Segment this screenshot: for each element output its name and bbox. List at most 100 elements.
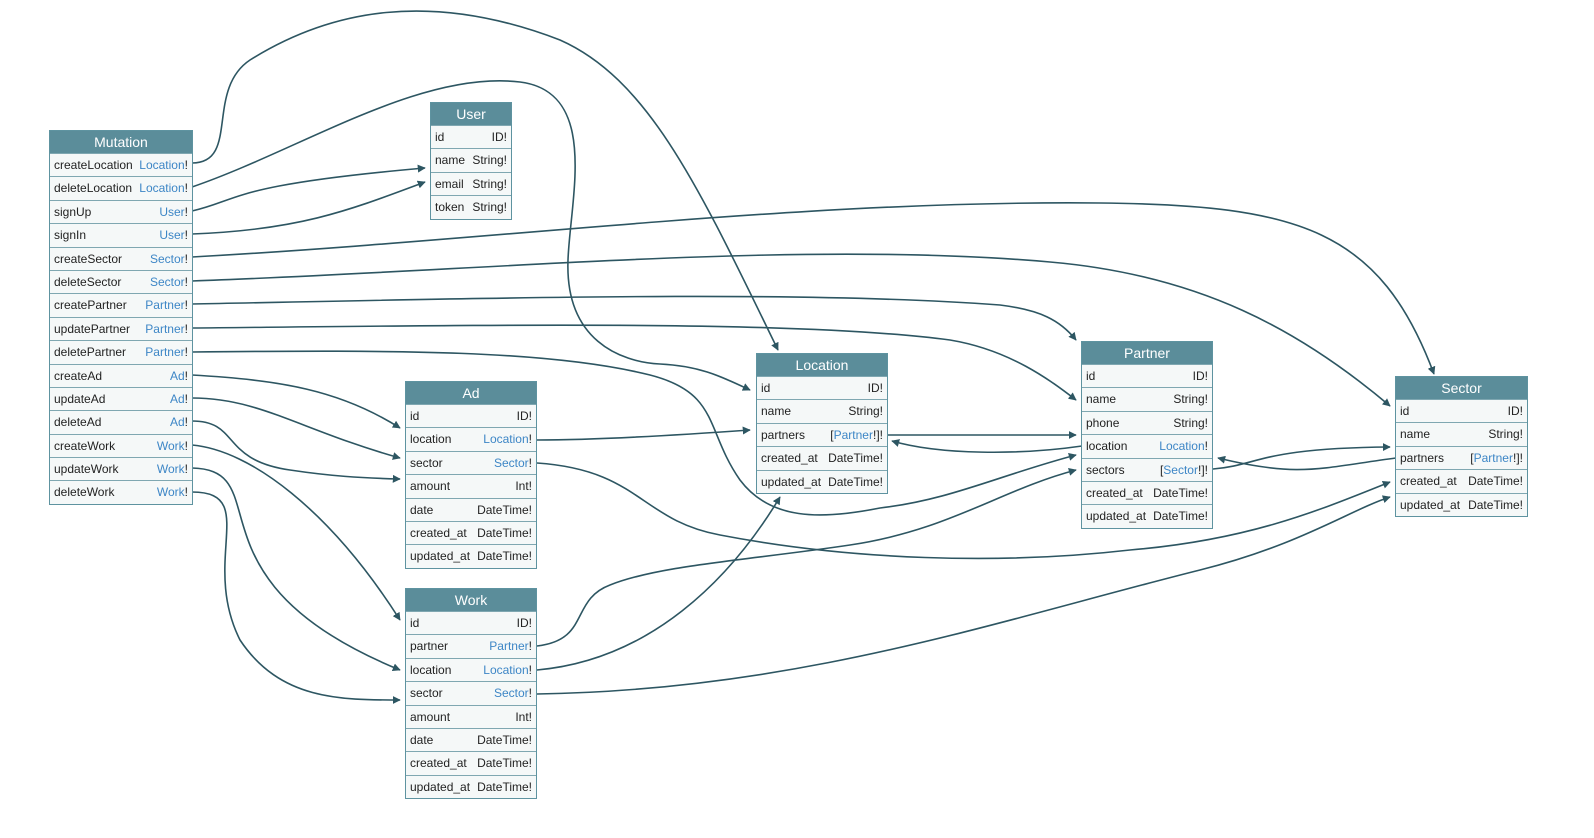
field-type[interactable]: Work! xyxy=(156,485,188,500)
edge-createSector-sector xyxy=(191,202,1436,375)
field-type[interactable]: Location! xyxy=(483,662,532,677)
partner-field-phone[interactable]: phone String! xyxy=(1082,410,1212,435)
field-type[interactable]: Sector! xyxy=(493,686,532,701)
field-type: Int! xyxy=(515,709,532,724)
mutation-title: Mutation xyxy=(50,131,192,153)
field-type[interactable]: Location! xyxy=(139,158,188,172)
mutation-field-signUp[interactable]: signUp User! xyxy=(50,199,192,224)
field-type[interactable]: Partner! xyxy=(145,298,188,313)
field-name: location xyxy=(410,662,452,677)
field-type: String! xyxy=(472,200,507,215)
location-field-partners[interactable]: partners[Partner!]! xyxy=(757,422,887,447)
field-type[interactable]: [Sector!]! xyxy=(1159,462,1208,477)
field-type: String! xyxy=(1173,415,1208,430)
mutation-field-deleteWork[interactable]: deleteWork Work! xyxy=(50,480,192,504)
field-type[interactable]: [Partner!]! xyxy=(830,427,883,442)
field-name: createPartner xyxy=(54,298,127,313)
field-name: signUp xyxy=(54,204,92,219)
edge-updateAd-ad xyxy=(191,397,401,460)
field-type: DateTime! xyxy=(828,451,883,466)
work-field-location[interactable]: location Location! xyxy=(406,657,536,682)
field-type[interactable]: Sector! xyxy=(149,251,188,266)
field-type: DateTime! xyxy=(477,732,532,747)
field-type[interactable]: User! xyxy=(159,204,188,219)
field-type[interactable]: Location! xyxy=(1159,439,1208,454)
field-type[interactable]: Partner! xyxy=(145,321,188,336)
field-type[interactable]: Ad! xyxy=(169,415,188,430)
field-name: id xyxy=(410,616,420,630)
field-type[interactable]: Location! xyxy=(139,181,188,196)
field-type: String! xyxy=(848,404,883,419)
field-name: updated_at xyxy=(410,549,471,564)
field-type[interactable]: Work! xyxy=(156,462,188,477)
field-type[interactable]: Ad! xyxy=(169,391,188,406)
field-type[interactable]: Partner! xyxy=(489,639,532,654)
field-type[interactable]: Sector! xyxy=(149,274,188,289)
field-type[interactable]: Partner! xyxy=(145,345,188,360)
field-name: id xyxy=(761,381,771,395)
field-type: String! xyxy=(472,153,507,168)
field-type[interactable]: Sector! xyxy=(493,455,532,470)
partner-field-sectors[interactable]: sectors[Sector!]! xyxy=(1082,457,1212,481)
field-name: deleteWork xyxy=(54,485,115,500)
field-type[interactable]: Work! xyxy=(156,438,188,453)
field-type[interactable]: User! xyxy=(159,228,188,243)
sector-field-partners[interactable]: partners[Partner!]! xyxy=(1396,445,1527,470)
field-type[interactable]: [Partner!]! xyxy=(1470,450,1523,465)
mutation-field-createPartner[interactable]: createPartner Partner! xyxy=(50,293,192,317)
field-name: phone xyxy=(1086,415,1120,430)
field-type[interactable]: Ad! xyxy=(169,368,188,383)
field-type[interactable]: Location! xyxy=(483,432,532,447)
